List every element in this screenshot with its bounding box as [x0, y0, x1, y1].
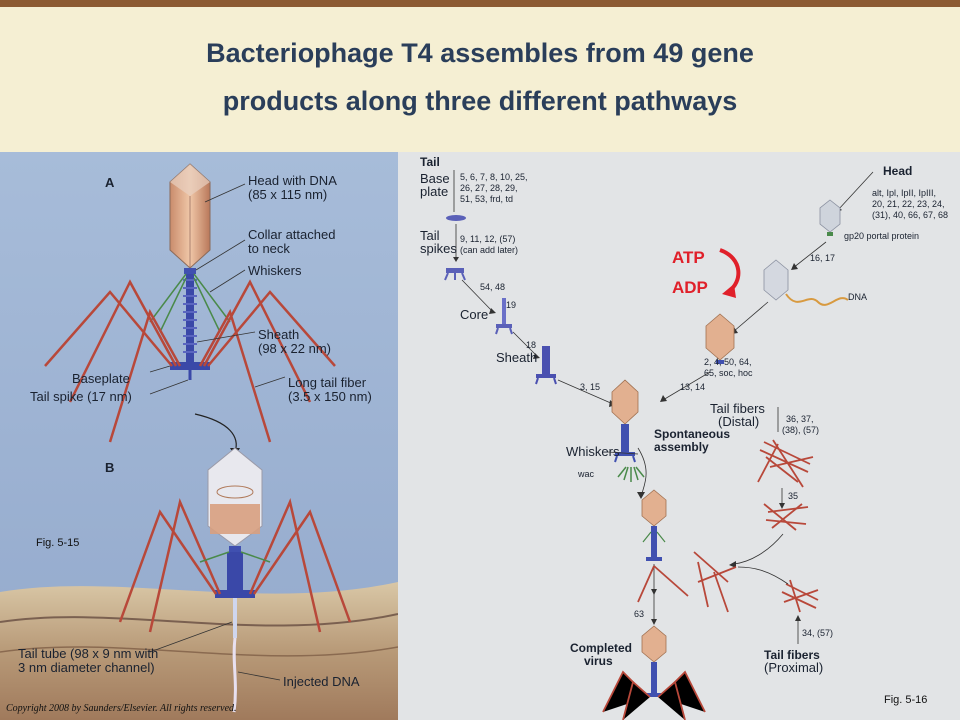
gene-19: 19 — [506, 300, 516, 310]
spontaneous-assembly-label-2: assembly — [654, 440, 709, 454]
figure-5-15-panel: A Head with DNA (85 x 115 nm) Collar att… — [0, 152, 398, 720]
distal-genes-1: 36, 37, — [786, 414, 814, 424]
head-size-label: (85 x 115 nm) — [248, 187, 327, 202]
fiber-assembly-shape — [763, 503, 809, 531]
collar-label: Collar attached — [248, 227, 335, 242]
tail-spike-genes-1: 9, 11, 12, (57) — [460, 234, 515, 244]
gene-16-17: 16, 17 — [810, 253, 835, 263]
tail-spike-label: Tail spike (17 nm) — [30, 389, 132, 404]
head-maturation-genes-2: 65, soc, hoc — [704, 368, 753, 378]
distal-genes-2: (38), (57) — [782, 425, 819, 435]
completed-virus-shape — [602, 625, 706, 720]
head-genes-3: (31), 40, 66, 67, 68 — [872, 210, 948, 220]
host-cell-wall — [0, 582, 398, 720]
dna-strand — [785, 293, 849, 306]
whiskers-shape — [617, 466, 645, 482]
tail-tube-label: Tail tube (98 x 9 nm with — [18, 646, 158, 661]
gene-18: 18 — [526, 340, 536, 350]
head-maturation-genes-1: 2, 4, 50, 64, — [704, 357, 752, 367]
baseplate-label: Baseplate — [72, 371, 130, 386]
base-plate-shape — [446, 215, 466, 221]
long-tail-fiber-label: Long tail fiber — [288, 375, 367, 390]
fig-5-16-caption: Fig. 5-16 — [884, 694, 928, 706]
spontaneous-assembly-label-1: Spontaneous — [654, 427, 730, 441]
proximal-fibers-shape — [781, 579, 819, 613]
head-tail-junction — [611, 379, 639, 463]
collar-label-2: to neck — [248, 241, 290, 256]
whiskers-pathway-label: Whiskers — [566, 444, 620, 459]
assembled-with-whiskers — [641, 489, 667, 561]
tail-spikes-label-2: spikes — [420, 241, 457, 256]
sheath-pathway-label: Sheath — [496, 350, 537, 365]
distal-fibers-shape — [757, 439, 814, 488]
phage-b — [118, 447, 352, 713]
injected-dna-label: Injected DNA — [283, 674, 360, 689]
assembly-pathway-diagram: Tail Base plate 5, 6, 7, 8, 10, 25, 26, … — [398, 152, 960, 720]
core-label: Core — [460, 307, 488, 322]
head-genes-1: alt, Ipl, IpII, IpIII, — [872, 188, 936, 198]
tail-fibers-distal-label-1: Tail fibers — [710, 401, 765, 416]
figure-5-16-panel: Tail Base plate 5, 6, 7, 8, 10, 25, 26, … — [398, 152, 960, 720]
core-structure — [495, 298, 513, 335]
slide-title-line-2: products along three different pathways — [222, 86, 738, 116]
wac-label: wac — [577, 469, 595, 479]
gene-35: 35 — [788, 491, 798, 501]
atp-label: ATP — [672, 248, 705, 267]
gene-34-57: 34, (57) — [802, 628, 833, 638]
base-plate-label-2: plate — [420, 184, 448, 199]
top-accent-bar — [0, 0, 960, 7]
sheath-size-label: (98 x 22 nm) — [258, 341, 331, 356]
tail-tube-size-label: 3 nm diameter channel) — [18, 660, 155, 675]
tail-fibers-proximal-label-2: (Proximal) — [764, 660, 823, 675]
fiber-attachment-shape — [637, 551, 737, 613]
completed-virus-label-2: virus — [584, 654, 613, 668]
head-genes-2: 20, 21, 22, 23, 24, — [872, 199, 945, 209]
dna-label: DNA — [848, 292, 867, 302]
gene-54-48: 54, 48 — [480, 282, 505, 292]
adp-label: ADP — [672, 278, 708, 297]
long-tail-fiber-size-label: (3.5 x 150 nm) — [288, 389, 372, 404]
base-plate-genes-3: 51, 53, frd, td — [460, 194, 513, 204]
sheath-structure — [535, 346, 557, 385]
baseplate-with-spikes — [444, 268, 466, 281]
title-area — [0, 7, 960, 152]
base-plate-genes-2: 26, 27, 28, 29, — [460, 183, 518, 193]
tail-spike-genes-2: (can add later) — [460, 245, 518, 255]
tail-spikes-label-1: Tail — [420, 228, 440, 243]
panel-b-label: B — [105, 460, 114, 475]
base-plate-genes-1: 5, 6, 7, 8, 10, 25, — [460, 172, 528, 182]
gene-63: 63 — [634, 609, 644, 619]
gene-3-15: 3, 15 — [580, 382, 600, 392]
sheath-label: Sheath — [258, 327, 299, 342]
head-pathway-title: Head — [883, 164, 912, 178]
tail-fibers-distal-label-2: (Distal) — [718, 414, 759, 429]
phage-a — [44, 163, 336, 443]
panel-a-label: A — [105, 175, 115, 190]
slide-title-line-1: Bacteriophage T4 assembles from 49 gene — [206, 38, 754, 68]
phage-structure-illustration: A Head with DNA (85 x 115 nm) Collar att… — [0, 152, 398, 720]
transition-arrow — [194, 413, 237, 453]
dna-packaging-head — [763, 259, 789, 301]
head-with-dna-label: Head with DNA — [248, 173, 337, 188]
tail-fibers-proximal-label-1: Tail fibers — [764, 648, 820, 662]
copyright-notice: Copyright 2008 by Saunders/Elsevier. All… — [6, 703, 237, 714]
completed-virus-label-1: Completed — [570, 641, 632, 655]
gene-13-14: 13, 14 — [680, 382, 705, 392]
fig-5-15-caption: Fig. 5-15 — [36, 537, 80, 549]
portal-protein-label: gp20 portal protein — [844, 231, 919, 241]
tail-pathway-title: Tail — [420, 155, 440, 169]
base-plate-label-1: Base — [420, 171, 450, 186]
whiskers-label: Whiskers — [248, 263, 302, 278]
